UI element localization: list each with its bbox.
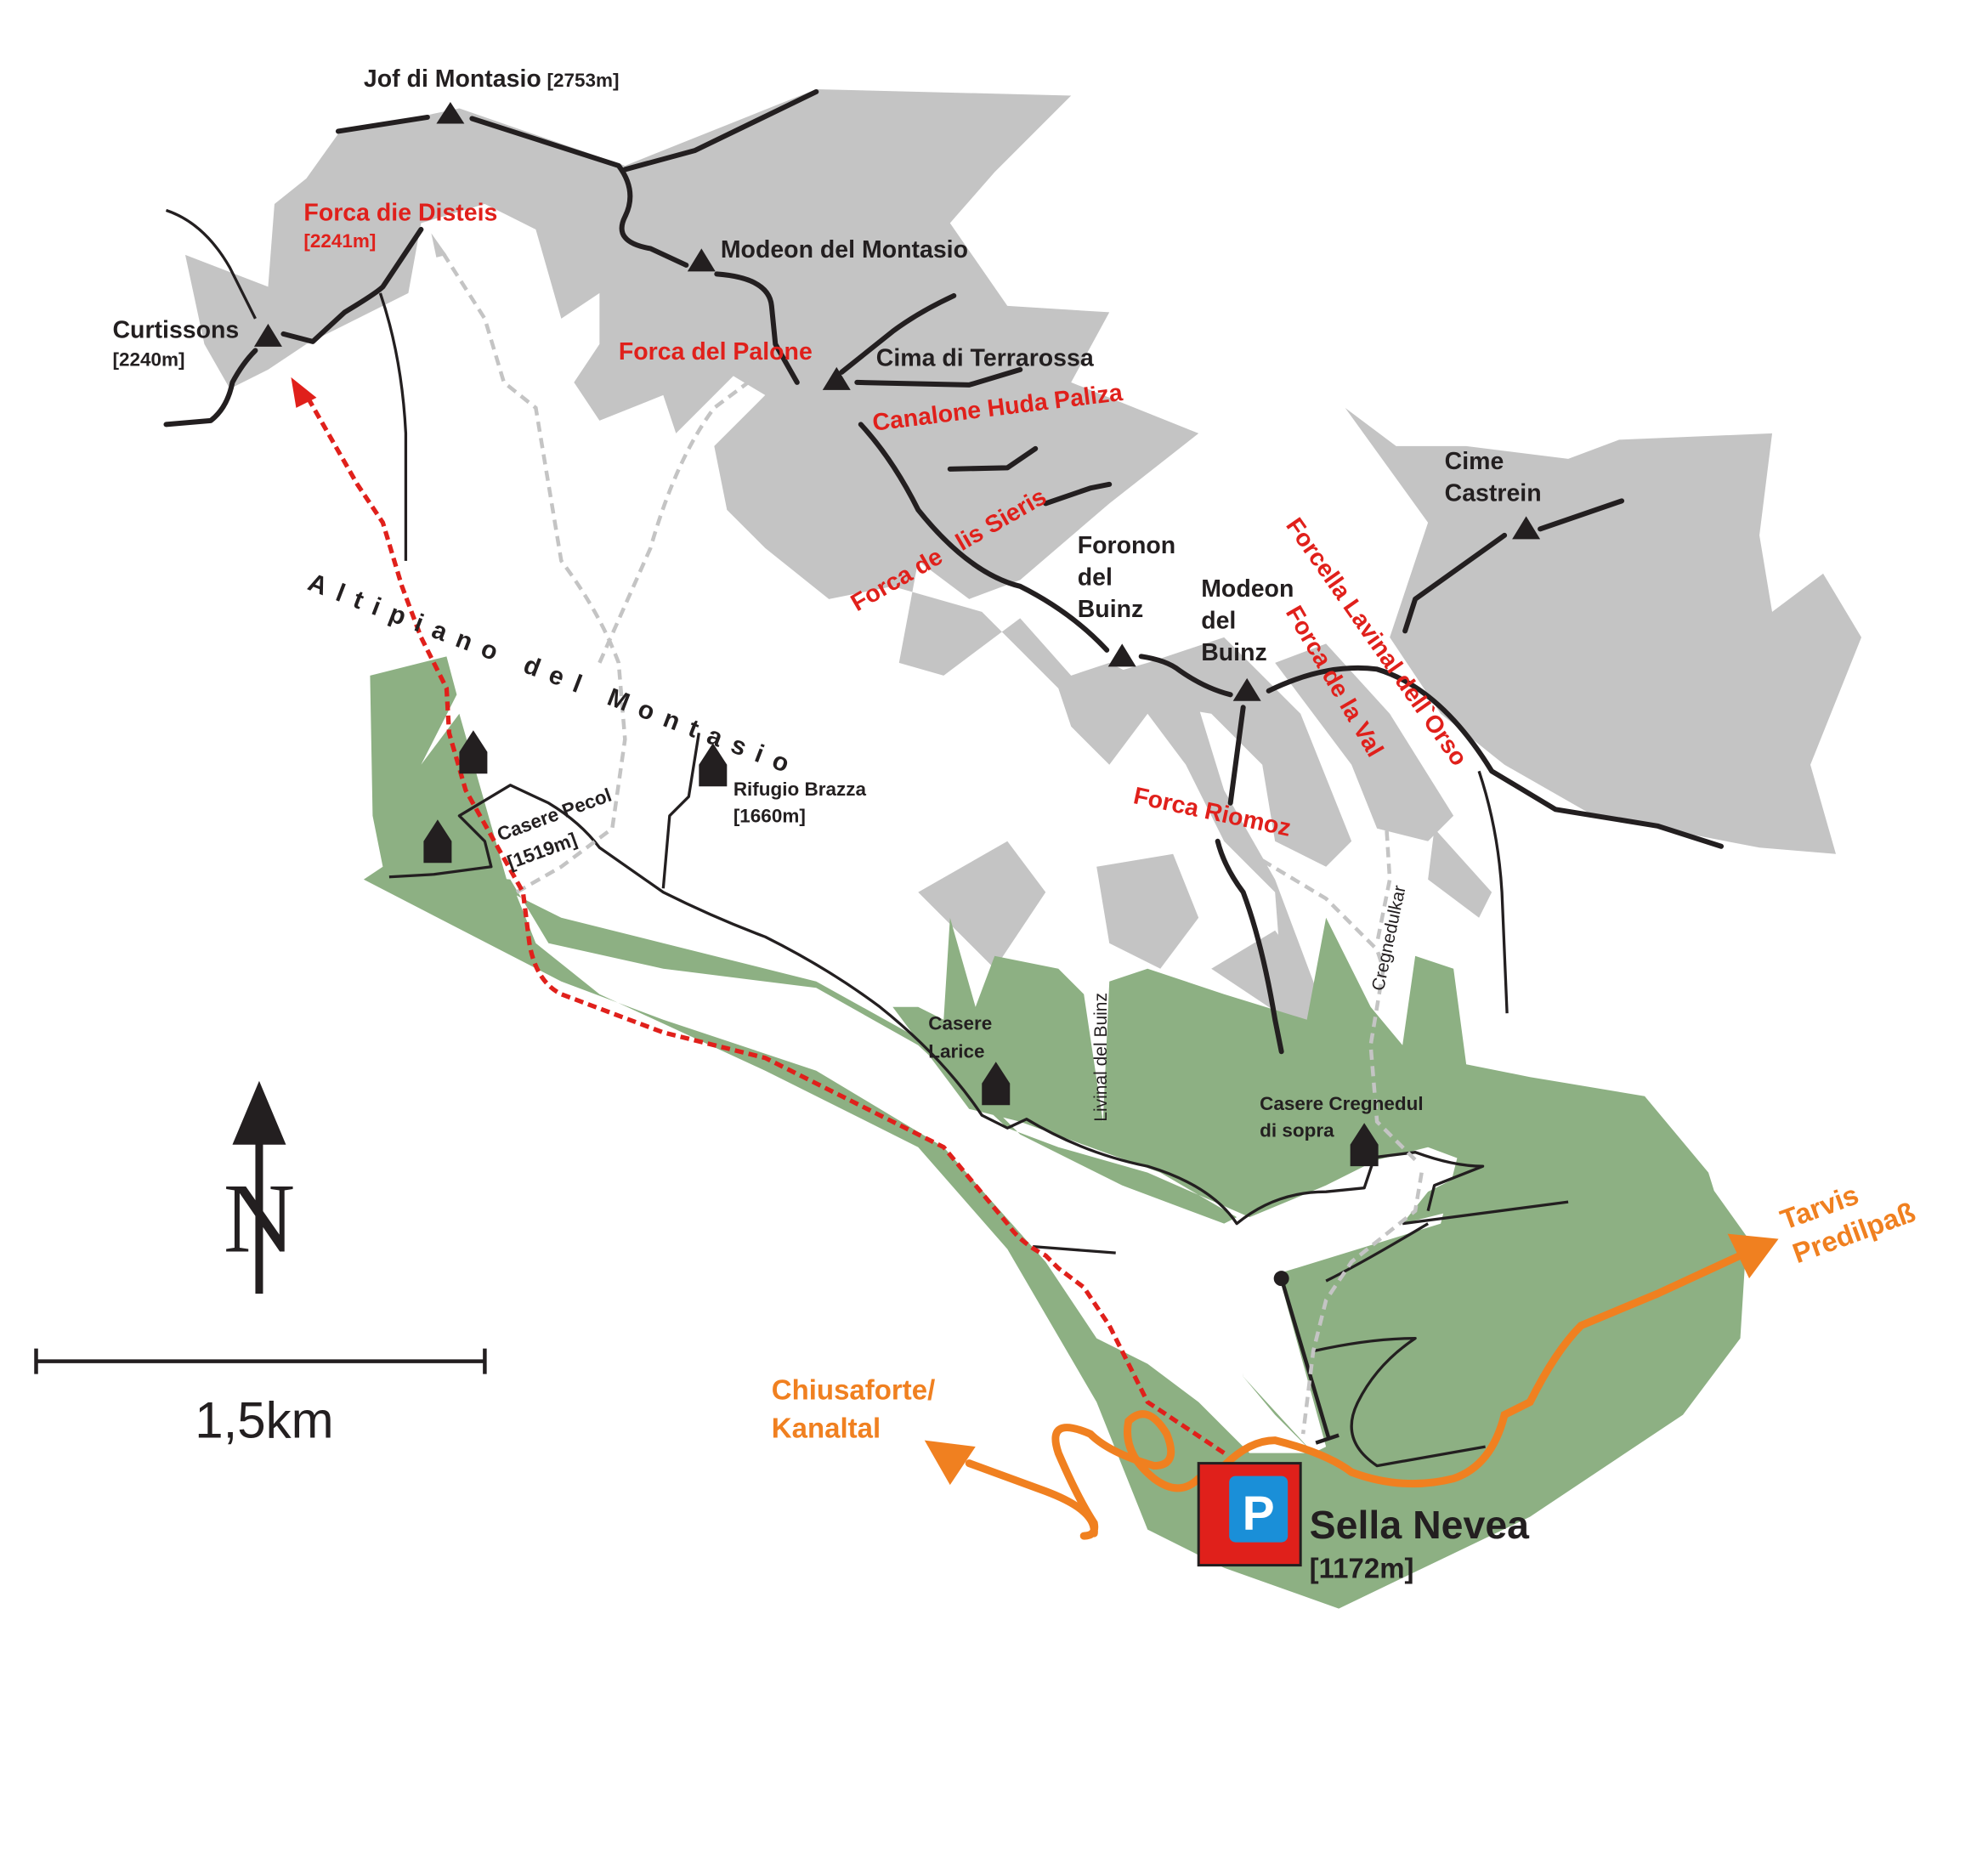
hut-label: Casere Cregnedul [1260,1093,1423,1114]
town-altitude: [1172m] [1310,1553,1414,1584]
forest-area [363,656,1747,1609]
hut-icon [982,1062,1011,1106]
peak-label: Buinz [1201,639,1267,666]
scale-bar: 1,5km [34,1348,487,1449]
peak-altitude: [2240m] [112,348,184,370]
hut-label: Casere [928,1013,992,1034]
peak-icon [822,366,851,390]
peak-label: Castrein [1445,479,1542,507]
west-road-arrow-icon [924,1440,976,1486]
peak-label: Cima di Terrarossa [876,344,1095,371]
scale-label: 1,5km [195,1392,333,1449]
peak-icon [436,101,465,124]
peak-icon [1232,677,1261,701]
ridges [163,88,1725,1055]
tracks [388,733,1569,1468]
rock-areas [184,88,1862,1058]
north-arrow-icon: N [224,1080,295,1294]
peak-label: Curtissons [112,316,239,343]
hut-label: di sopra [1260,1120,1334,1141]
peak-label: del [1201,607,1236,634]
hut-label: Larice [928,1041,984,1062]
peak-label: Cime [1445,448,1504,475]
peak-icon [253,323,282,347]
parking-letter: P [1243,1487,1275,1541]
peak-icon [1512,516,1541,540]
east-road-arrow-icon [1727,1233,1779,1279]
pass-altitude: [2241m] [303,230,376,252]
secondary-trails [431,233,1424,1435]
hut-icon [459,730,488,774]
peak-label: Buinz [1078,596,1144,623]
peak-markers [253,101,1541,701]
main-roads [924,1233,1779,1540]
hut-icon [423,819,452,864]
peak-label: Jof di Montasio [2753m] [364,65,620,93]
hut-label: Rifugio Brazza [733,779,867,800]
peak-label: Modeon [1201,575,1294,603]
area-label: Livinal del Buinz [1091,993,1111,1122]
town-name: Sella Nevea [1310,1503,1531,1547]
peak-icon [687,248,716,272]
peak-icon [1107,643,1136,667]
hut-altitude: [1660m] [733,805,806,826]
north-letter: N [224,1164,295,1274]
hut-icon [699,743,728,787]
road-destination: Chiusaforte/ [772,1374,935,1406]
area-label: Cregnedulkar [1368,884,1410,993]
route-arrow-icon [291,377,317,408]
parking-icon [1229,1475,1289,1543]
pass-label: Forca del Palone [619,338,813,365]
main-route [291,377,1226,1455]
peak-label: del [1078,564,1113,591]
huts [423,730,1379,1167]
peak-label: Foronon [1078,532,1175,559]
peak-label: Modeon del Montasio [721,236,968,263]
road-destination: Kanaltal [772,1413,881,1444]
pass-label: Forca die Disteis [303,199,497,226]
